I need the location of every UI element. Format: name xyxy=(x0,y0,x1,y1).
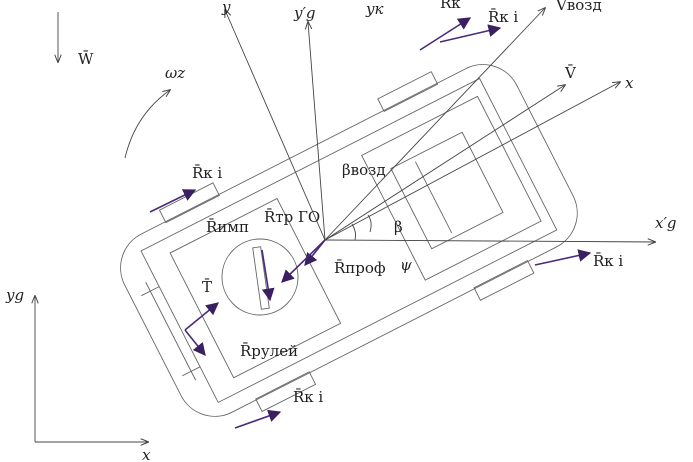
rudder-tick-1 xyxy=(141,286,160,297)
label-t: T̄ xyxy=(202,278,212,296)
label-beta: β xyxy=(394,218,403,236)
label-rki-bottom: R̄к i xyxy=(293,388,323,406)
label-beta-air: βвозд xyxy=(342,161,386,179)
propeller-disk xyxy=(221,238,299,316)
rki-right-arrow xyxy=(534,249,592,266)
label-x: x xyxy=(625,74,634,92)
label-rki-top: R̄к i xyxy=(488,8,518,26)
cabin xyxy=(390,131,504,250)
rudder-line xyxy=(145,282,197,381)
propeller-blade xyxy=(252,246,270,310)
label-xg-prime: x′g xyxy=(655,214,676,232)
label-r-imp: R̄имп xyxy=(206,218,249,236)
body-y-axis xyxy=(225,10,326,241)
psi-arc xyxy=(351,223,357,241)
v-line xyxy=(324,85,565,241)
wheel-bottom-rear xyxy=(255,371,317,413)
body-x-axis xyxy=(324,82,620,241)
label-rki-right: R̄к i xyxy=(593,252,623,270)
label-psi: ψ xyxy=(400,256,412,274)
wheel-top-front xyxy=(377,71,439,112)
front-compartment xyxy=(361,95,542,281)
label-rki-left: R̄к i xyxy=(192,164,222,182)
label-yk: yк xyxy=(365,0,383,18)
rudder-tick-2 xyxy=(182,366,201,377)
label-r-tr-go: R̄тр ГО xyxy=(264,208,320,226)
rki-bottom-arrow xyxy=(234,409,282,429)
label-v-air: V̄возд xyxy=(555,0,602,14)
ground-prime-x-axis xyxy=(324,240,655,242)
label-rk-top: R̄к xyxy=(440,0,461,12)
rki-left-arrow xyxy=(149,189,197,213)
ground-prime-y-axis xyxy=(308,22,326,241)
cabin-divider xyxy=(414,161,453,234)
label-x-bottom: x xyxy=(142,446,151,462)
label-yg-prime: y′g xyxy=(293,4,315,22)
vehicle-body xyxy=(120,64,578,417)
label-yg: yg xyxy=(5,286,24,304)
label-r-prof: R̄проф xyxy=(334,259,386,277)
r-rul-arrow xyxy=(184,329,206,356)
yaw-rate-arc xyxy=(124,90,170,159)
label-omega: ωz xyxy=(165,64,185,82)
hull-outline xyxy=(140,77,558,404)
wheel-bottom-front xyxy=(473,259,535,301)
beta-arc xyxy=(367,214,372,233)
v-air-line xyxy=(324,8,545,241)
t-arrow xyxy=(184,302,219,331)
r-prof-arrow xyxy=(281,239,326,283)
rki-top-arrow xyxy=(439,24,502,43)
label-r-rul: R̄рулей xyxy=(240,342,298,360)
outer-outline xyxy=(120,64,578,417)
label-y: y xyxy=(221,0,231,16)
r-imp-arrow xyxy=(261,249,275,302)
label-w: W̄ xyxy=(78,50,94,68)
label-v: V̄ xyxy=(564,64,577,82)
rk-top-arrow xyxy=(419,17,472,51)
